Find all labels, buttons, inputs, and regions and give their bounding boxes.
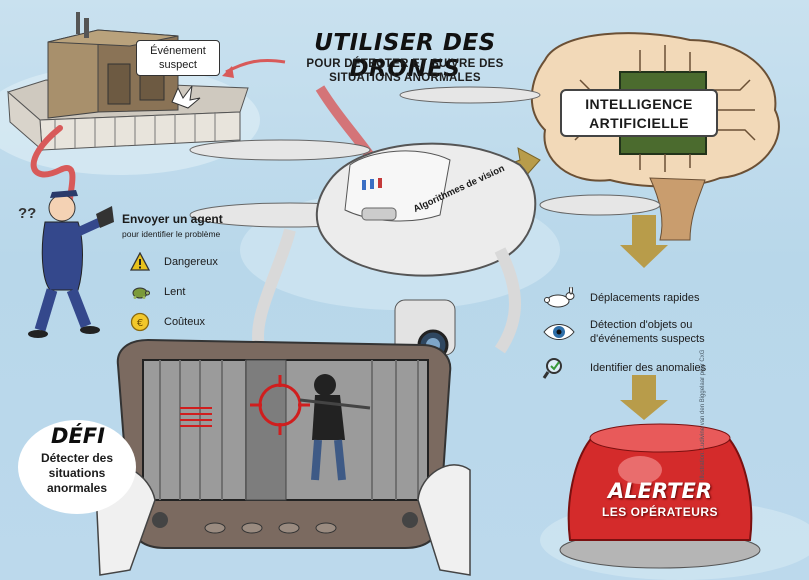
event-bubble-text: Événement suspect xyxy=(150,45,206,71)
feature-detection: Détection d'objets ou d'événements suspe… xyxy=(542,318,740,346)
illustration-credit: Illustration: Ludivine van den Biggelaar… xyxy=(700,349,706,480)
drone xyxy=(189,86,661,361)
alarm-light xyxy=(559,423,761,569)
question-marks: ?? xyxy=(18,205,37,222)
feature-label: Identifier des anomalies xyxy=(590,362,707,374)
alert-subtitle: les opérateurs xyxy=(601,505,719,519)
agent-subtitle: pour identifier le problème xyxy=(122,229,221,239)
magnifier-check-icon xyxy=(542,358,562,379)
trait-costly: € Coûteux xyxy=(130,312,205,332)
feature-label: Détection d'objets ou d'événements suspe… xyxy=(590,319,705,345)
rabbit-icon xyxy=(544,287,575,308)
agent-title: Envoyer un agent xyxy=(122,212,223,226)
trait-dangerous: Dangereux xyxy=(130,252,218,272)
trait-label: Dangereux xyxy=(164,256,218,268)
feature-fast-movement: Déplacements rapides xyxy=(542,287,699,309)
feature-label: Déplacements rapides xyxy=(590,292,700,304)
page-title: Utiliser des drones xyxy=(314,30,496,82)
turtle-icon xyxy=(132,287,150,299)
feature-anomalies: Identifier des anomalies xyxy=(542,356,706,380)
event-speech-bubble: Événement suspect xyxy=(136,40,220,76)
ai-label: Intelligence artificielle xyxy=(560,89,718,137)
controller xyxy=(94,338,471,576)
alert-title: Alerter xyxy=(607,479,713,503)
euro-coin-icon: € xyxy=(130,312,150,332)
trait-label: Coûteux xyxy=(164,316,205,328)
defi-text: Détecter des situations anormales xyxy=(40,451,114,495)
agent-figure xyxy=(28,190,114,338)
svg-text:€: € xyxy=(137,318,143,329)
defi-title: Défi xyxy=(51,424,105,448)
building xyxy=(7,12,249,152)
page-subtitle: pour détecter et suivre des situations a… xyxy=(306,58,504,84)
ai-label-text: Intelligence artificielle xyxy=(585,96,693,131)
defi-cloud xyxy=(18,420,136,514)
trait-slow: Lent xyxy=(130,282,185,302)
eye-icon xyxy=(543,324,575,340)
warning-icon xyxy=(130,252,150,271)
trait-label: Lent xyxy=(164,286,186,298)
